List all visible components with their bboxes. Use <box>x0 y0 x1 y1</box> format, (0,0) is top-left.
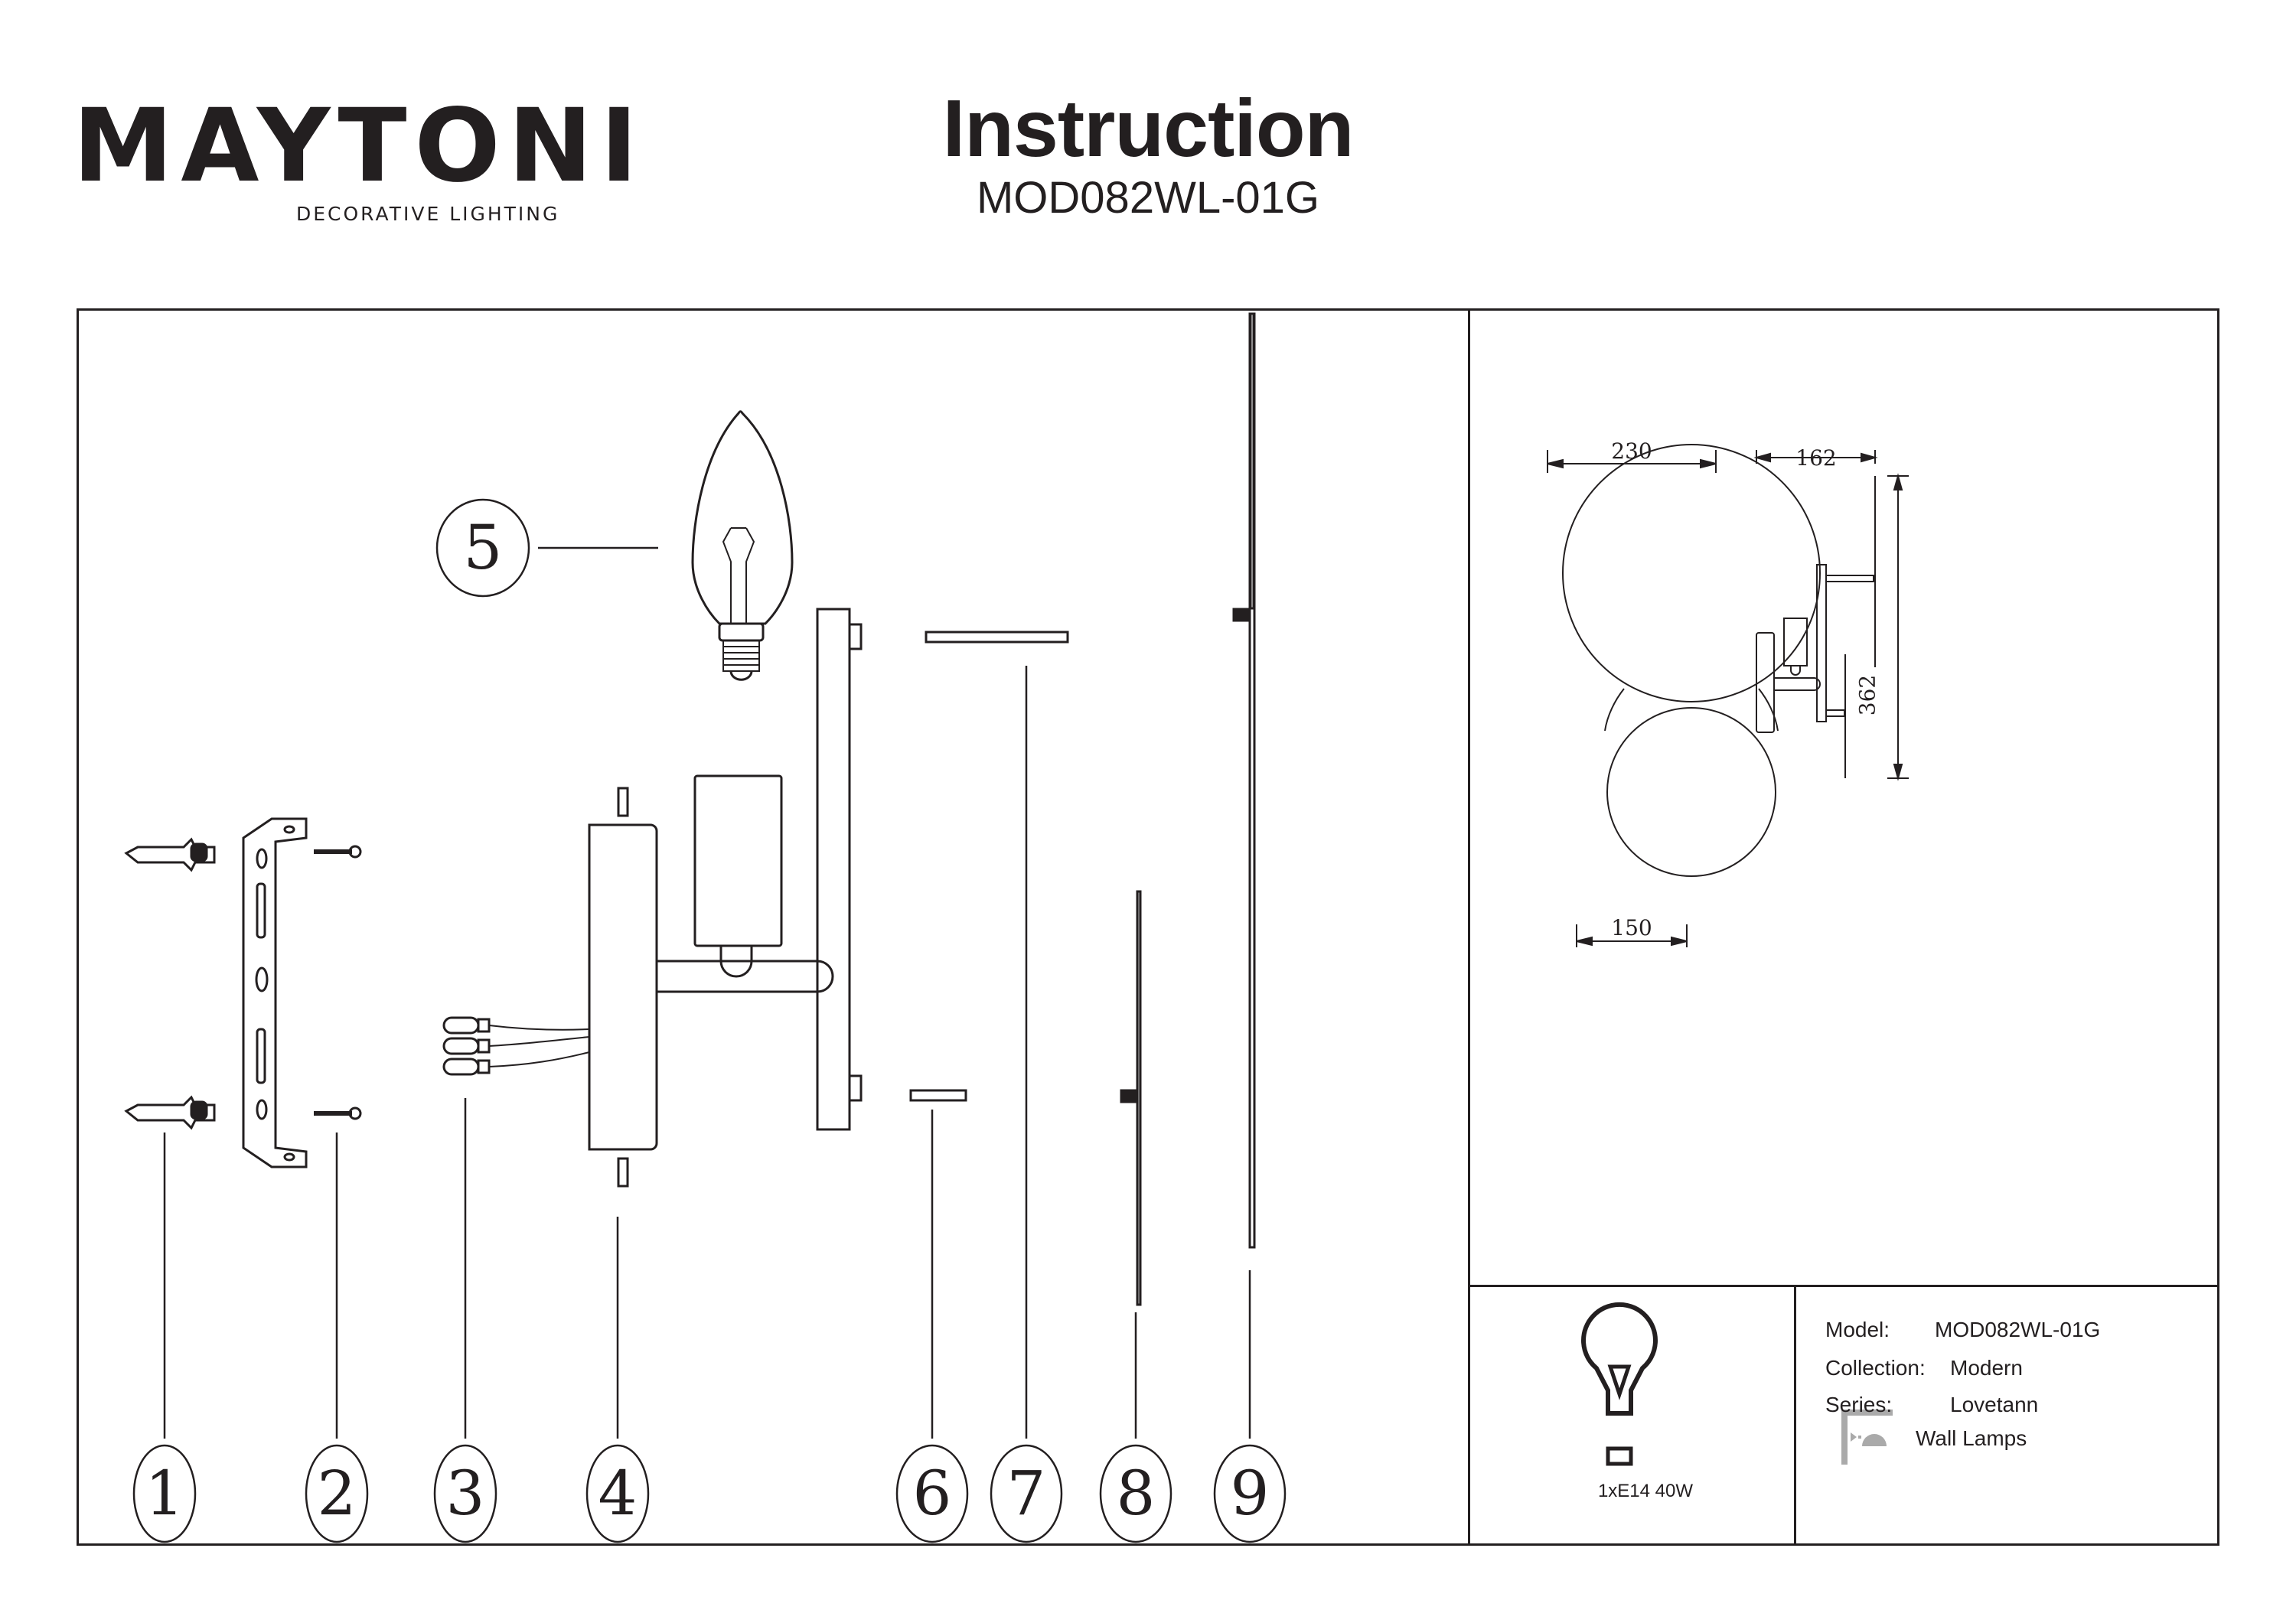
side-view-drawing <box>1753 450 1909 781</box>
callout-number-8: 8 <box>1116 1458 1156 1529</box>
short-spacer-icon <box>909 1089 967 1102</box>
callout-circles <box>132 498 1287 1543</box>
divider-spec <box>1794 1285 1796 1546</box>
large-disc-side-icon <box>1232 312 1256 1249</box>
dimension-small-disc-width: 150 <box>1611 915 1652 940</box>
dimension-depth: 162 <box>1795 445 1837 471</box>
callout-number-5: 5 <box>463 512 503 583</box>
callout-number-1: 1 <box>145 1458 184 1529</box>
callout-number-2: 2 <box>317 1458 357 1529</box>
callout-9 <box>1213 1444 1287 1543</box>
wall-plate-arm-icon <box>588 608 863 1188</box>
page-title: Instruction <box>942 83 1355 174</box>
callout-8 <box>1099 1444 1172 1543</box>
long-spacer-icon <box>925 631 1069 644</box>
brand-logo: MAYTONI DECORATIVE LIGHTING <box>73 88 638 241</box>
brand-tagline: DECORATIVE LIGHTING <box>296 203 560 225</box>
wall-plug-icon <box>124 837 216 1130</box>
brand-name: MAYTONI <box>73 87 646 205</box>
light-bulb-icon <box>1581 1302 1658 1466</box>
callout-2 <box>305 1444 369 1543</box>
wall-lamp-icon <box>1841 1410 1893 1465</box>
dimension-large-disc-width: 230 <box>1611 438 1652 464</box>
callout-6 <box>895 1444 969 1543</box>
screw-icon <box>314 845 362 1120</box>
callout-number-4: 4 <box>598 1458 638 1529</box>
callout-number-3: 3 <box>445 1458 485 1529</box>
series-value: Lovetann <box>1950 1393 2039 1416</box>
collection-value: Modern <box>1950 1356 2023 1380</box>
content-frame <box>77 308 2219 1546</box>
series-label: Series: <box>1825 1393 1893 1416</box>
callout-number-6: 6 <box>912 1458 952 1529</box>
mounting-bracket-icon <box>242 817 308 1168</box>
collection-label: Collection: <box>1825 1356 1926 1380</box>
callout-3 <box>433 1444 497 1543</box>
model-value: MOD082WL-01G <box>1935 1318 2101 1341</box>
callout-number-9: 9 <box>1230 1458 1270 1529</box>
front-view-drawing <box>1547 444 1821 947</box>
small-disc-side-icon <box>1120 890 1142 1306</box>
candle-bulb-e14-icon <box>691 410 794 681</box>
model-label: Model: <box>1825 1318 1890 1341</box>
callout-number-7: 7 <box>1006 1458 1046 1529</box>
dimension-height: 362 <box>1854 674 1880 716</box>
category-value: Wall Lamps <box>1916 1426 2027 1450</box>
divider-horizontal <box>1468 1285 2219 1287</box>
model-number: MOD082WL-01G <box>976 173 1320 223</box>
callout-5 <box>435 498 530 598</box>
divider-vertical <box>1468 308 1470 1546</box>
terminal-block-icon <box>442 1016 590 1076</box>
callout-4 <box>585 1444 650 1543</box>
callout-1 <box>132 1444 197 1543</box>
bulb-spec: 1xE14 40W <box>1597 1481 1694 1501</box>
callout-7 <box>990 1444 1063 1543</box>
